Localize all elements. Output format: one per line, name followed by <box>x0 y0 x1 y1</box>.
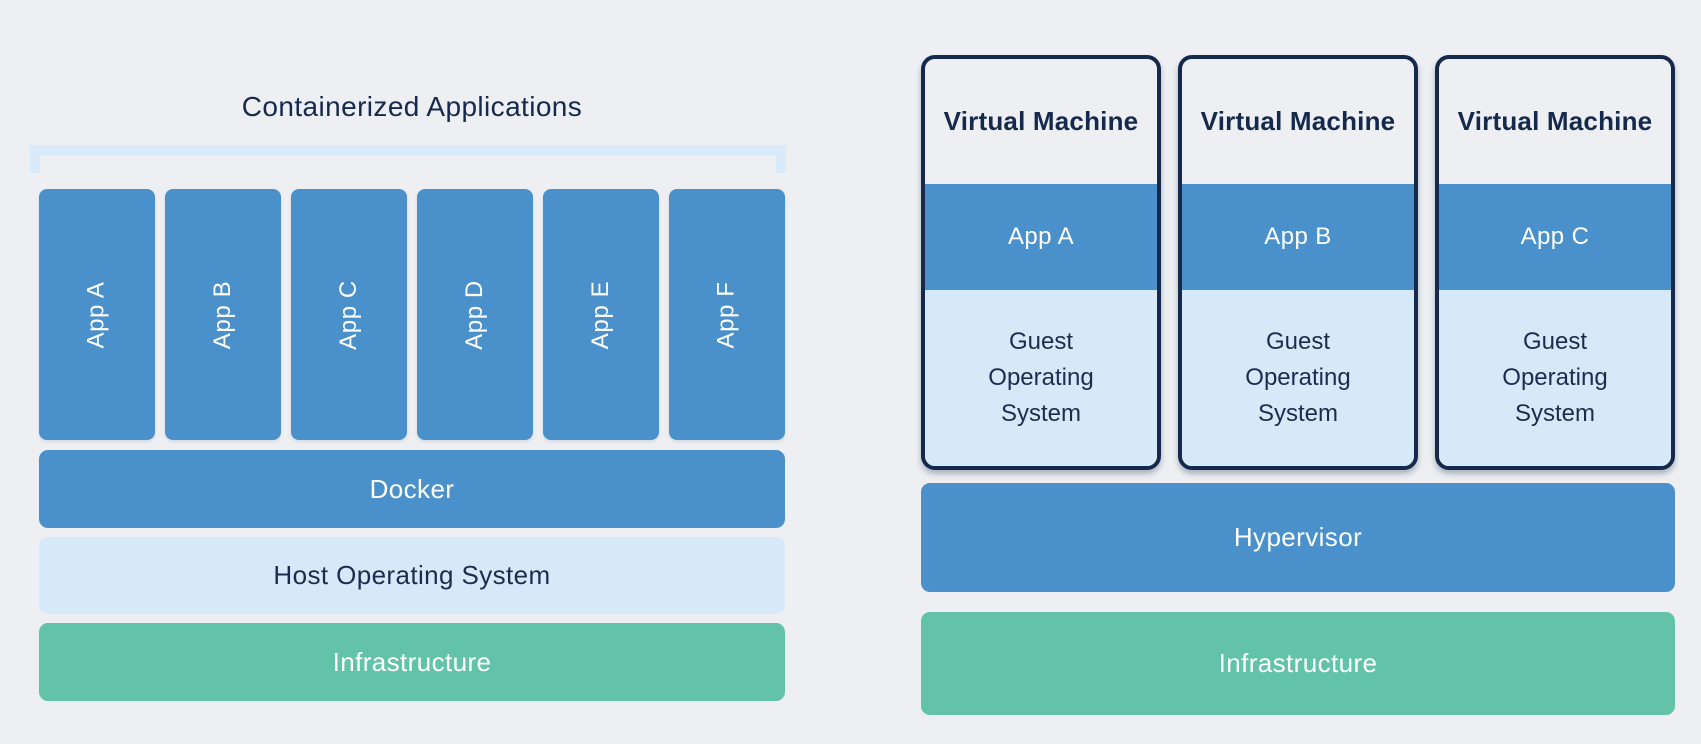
containers-title: Containerized Applications <box>241 91 583 123</box>
vm-title: Virtual Machine <box>1457 106 1653 136</box>
container-app-label: App E <box>586 280 614 349</box>
vm-guest-os-layer: Guest Operating System <box>1439 290 1671 466</box>
container-app-e: App E <box>543 189 659 440</box>
vm-app-layer: App A <box>925 184 1157 290</box>
vm-title: Virtual Machine <box>1200 106 1396 136</box>
containers-panel: Containerized Applications App A App B A… <box>30 0 786 744</box>
vm-guest-os-layer: Guest Operating System <box>1182 290 1414 466</box>
vm-row: Virtual Machine App A Guest Operating Sy… <box>921 55 1675 470</box>
container-app-f: App F <box>669 189 785 440</box>
container-app-d: App D <box>417 189 533 440</box>
vm-title: Virtual Machine <box>943 106 1139 136</box>
container-app-b: App B <box>165 189 281 440</box>
infrastructure-layer-right: Infrastructure <box>921 612 1675 715</box>
container-app-label: App C <box>334 279 362 350</box>
container-app-label: App A <box>83 280 110 349</box>
vm-guest-os-label: Guest Operating System <box>1502 328 1608 427</box>
container-app-label: App F <box>713 280 740 349</box>
container-app-label: App D <box>460 279 488 350</box>
vm-guest-os-label: Guest Operating System <box>988 328 1094 427</box>
container-group-bracket <box>30 145 786 173</box>
container-app-c: App C <box>291 189 407 440</box>
vm-app-layer: App B <box>1182 184 1414 290</box>
vm-box-2: Virtual Machine App B Guest Operating Sy… <box>1178 55 1418 470</box>
container-apps-row: App A App B App C App D App E App F <box>39 189 785 440</box>
host-os-layer: Host Operating System <box>39 537 785 614</box>
vm-box-1: Virtual Machine App A Guest Operating Sy… <box>921 55 1161 470</box>
vm-guest-os-label: Guest Operating System <box>1245 328 1351 427</box>
docker-layer: Docker <box>39 450 785 528</box>
hypervisor-layer: Hypervisor <box>921 483 1675 592</box>
vms-panel: Virtual Machine App A Guest Operating Sy… <box>921 0 1675 744</box>
vm-guest-os-layer: Guest Operating System <box>925 290 1157 466</box>
infrastructure-layer-left: Infrastructure <box>39 623 785 701</box>
container-app-label: App B <box>208 280 236 349</box>
container-app-a: App A <box>39 189 155 440</box>
vm-box-3: Virtual Machine App C Guest Operating Sy… <box>1435 55 1675 470</box>
vm-app-layer: App C <box>1439 184 1671 290</box>
